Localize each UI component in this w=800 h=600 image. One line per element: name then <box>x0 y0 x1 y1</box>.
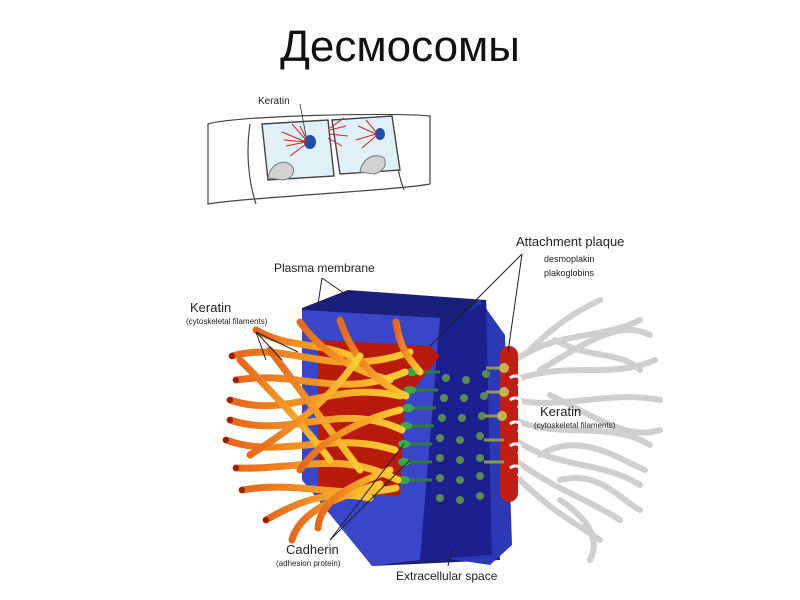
plasma-membrane-label: Plasma membrane <box>274 261 375 275</box>
cell-sketch: Keratin <box>207 96 431 205</box>
keratin-gray-filaments <box>512 297 663 563</box>
keratin-small-label: Keratin <box>258 96 290 107</box>
keratin-orange-filaments <box>222 316 424 544</box>
desmosome-main <box>222 290 663 566</box>
keratin-left-label: Keratin <box>190 300 231 315</box>
desmoplakin-label: desmoplakin <box>544 254 595 264</box>
cadherin-sublabel: (adhesion protein) <box>276 559 341 568</box>
plakoglobins-label: plakoglobins <box>544 268 595 278</box>
cadherin-label: Cadherin <box>286 542 339 557</box>
plakoglobin-loops <box>509 374 522 478</box>
pointer-lines <box>255 253 523 567</box>
filament-ends <box>223 353 269 523</box>
keratin-right-label: Keratin <box>540 404 581 419</box>
keratin-left-sublabel: (cytoskeletal filaments) <box>186 317 268 326</box>
cadherin-proteins <box>398 363 509 504</box>
extracellular-space-label: Extracellular space <box>396 569 498 583</box>
slide-title: Десмосомы <box>280 22 520 71</box>
keratin-right-sublabel: (cytoskeletal filaments) <box>534 421 616 430</box>
attachment-plaque-right <box>500 346 518 502</box>
attachment-plaque-label: Attachment plaque <box>516 234 624 249</box>
